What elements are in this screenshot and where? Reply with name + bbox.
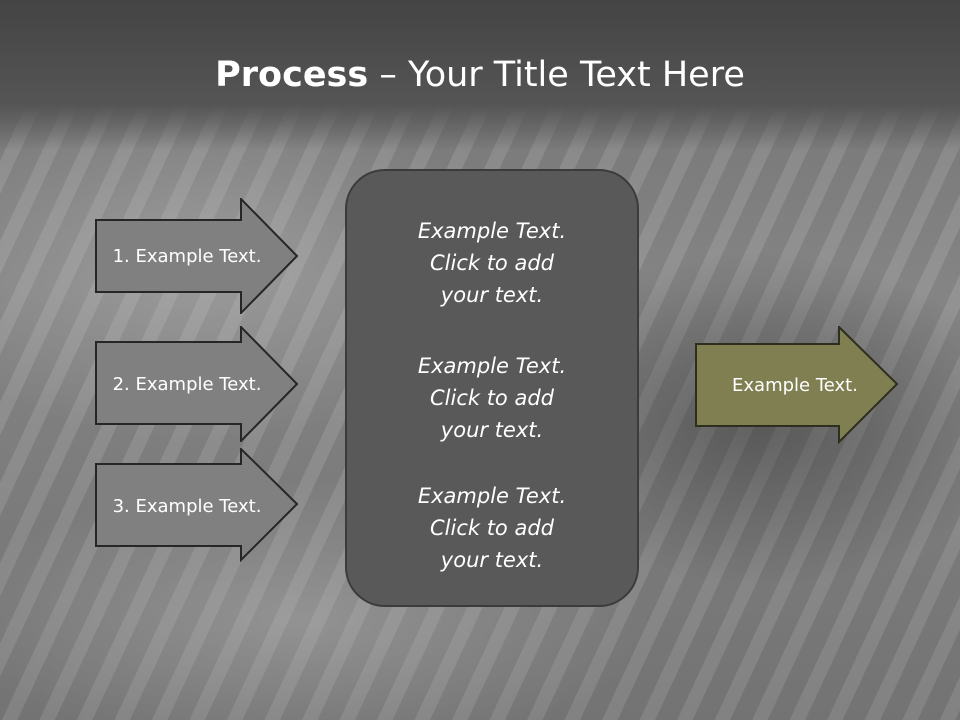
slide-title[interactable]: Process – Your Title Text Here <box>0 52 960 98</box>
title-bar <box>0 0 960 150</box>
center-process-box[interactable]: Example Text. Click to add your text. Ex… <box>345 169 639 607</box>
title-rest: – Your Title Text Here <box>368 55 745 95</box>
input-arrow-3-shape <box>95 448 299 563</box>
input-arrow-3[interactable]: 3. Example Text. <box>95 448 299 564</box>
center-text-1-line-3: your text. <box>440 283 544 307</box>
center-text-2-line-3: your text. <box>440 418 544 442</box>
input-arrow-2-shape <box>95 326 299 442</box>
center-text-2: Example Text. Click to add your text. <box>347 350 637 446</box>
input-arrow-1[interactable]: 1. Example Text. <box>95 198 299 314</box>
output-arrow-label: Example Text. <box>732 374 858 396</box>
center-text-2-line-1: Example Text. <box>417 354 567 378</box>
input-arrow-2[interactable]: 2. Example Text. <box>95 326 299 442</box>
input-arrow-3-label: 3. Example Text. <box>112 495 262 517</box>
center-text-1-line-1: Example Text. <box>417 219 567 243</box>
center-text-3: Example Text. Click to add your text. <box>347 480 637 576</box>
center-text-1-line-2: Click to add <box>429 251 554 275</box>
center-text-3-line-2: Click to add <box>429 516 554 540</box>
output-arrow[interactable]: Example Text. <box>695 326 899 444</box>
center-text-3-line-3: your text. <box>440 548 544 572</box>
output-arrow-shape <box>695 326 899 444</box>
input-arrow-2-label: 2. Example Text. <box>112 373 262 395</box>
input-arrow-1-shape <box>95 198 299 314</box>
center-text-1: Example Text. Click to add your text. <box>347 215 637 311</box>
input-arrow-1-label: 1. Example Text. <box>112 245 262 267</box>
title-bold: Process <box>215 55 369 95</box>
center-text-2-line-2: Click to add <box>429 386 554 410</box>
center-text-3-line-1: Example Text. <box>417 484 567 508</box>
